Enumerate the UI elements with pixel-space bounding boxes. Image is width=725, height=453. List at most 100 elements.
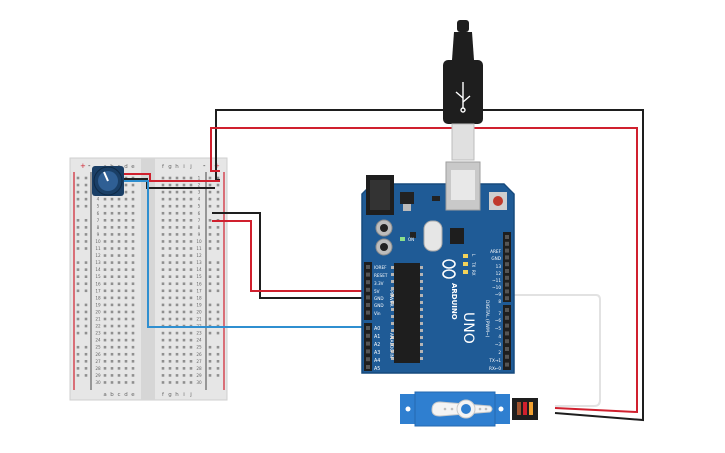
breadboard-hole[interactable]	[117, 261, 121, 264]
breadboard-hole[interactable]	[161, 345, 165, 349]
breadboard-hole[interactable]	[131, 324, 135, 328]
breadboard-hole[interactable]	[131, 197, 135, 201]
breadboard-hole[interactable]	[161, 183, 165, 187]
breadboard-hole[interactable]	[110, 289, 114, 293]
breadboard-hole[interactable]	[189, 345, 193, 349]
breadboard-hole[interactable]	[103, 275, 107, 278]
breadboard-hole[interactable]	[110, 254, 114, 257]
breadboard-hole[interactable]	[124, 289, 128, 293]
breadboard-hole[interactable]	[216, 367, 220, 370]
breadboard-hole[interactable]	[216, 289, 220, 293]
breadboard-hole[interactable]	[182, 331, 186, 335]
breadboard-hole[interactable]	[117, 367, 121, 370]
breadboard-hole[interactable]	[110, 275, 114, 278]
breadboard-hole[interactable]	[117, 360, 121, 363]
breadboard-hole[interactable]	[175, 197, 179, 201]
breadboard-hole[interactable]	[175, 176, 179, 180]
breadboard-hole[interactable]	[161, 367, 165, 370]
breadboard-hole[interactable]	[131, 303, 135, 307]
breadboard-hole[interactable]	[216, 226, 220, 229]
breadboard-hole[interactable]	[84, 219, 88, 222]
breadboard-hole[interactable]	[103, 338, 107, 342]
breadboard-hole[interactable]	[208, 374, 212, 377]
breadboard-hole[interactable]	[76, 219, 80, 222]
header-pin[interactable]	[505, 269, 509, 273]
breadboard-hole[interactable]	[124, 233, 128, 236]
breadboard-hole[interactable]	[208, 247, 212, 250]
breadboard-hole[interactable]	[84, 374, 88, 377]
breadboard-hole[interactable]	[175, 310, 179, 314]
header-pin[interactable]	[366, 365, 370, 369]
breadboard-hole[interactable]	[189, 303, 193, 307]
breadboard-hole[interactable]	[216, 240, 220, 243]
breadboard-hole[interactable]	[124, 183, 128, 187]
breadboard-hole[interactable]	[189, 275, 193, 278]
breadboard-hole[interactable]	[117, 338, 121, 342]
breadboard-hole[interactable]	[208, 275, 212, 278]
breadboard-hole[interactable]	[161, 226, 165, 229]
header-pin[interactable]	[505, 323, 509, 328]
breadboard-hole[interactable]	[189, 268, 193, 271]
breadboard-hole[interactable]	[161, 289, 165, 293]
breadboard-hole[interactable]	[117, 317, 121, 321]
breadboard-hole[interactable]	[84, 183, 88, 187]
breadboard-hole[interactable]	[76, 247, 80, 250]
breadboard-hole[interactable]	[175, 367, 179, 370]
header-pin[interactable]	[505, 262, 509, 267]
breadboard-hole[interactable]	[76, 268, 80, 271]
breadboard-hole[interactable]	[84, 247, 88, 250]
breadboard-hole[interactable]	[110, 268, 114, 271]
breadboard-hole[interactable]	[175, 289, 179, 293]
breadboard-hole[interactable]	[117, 254, 121, 257]
breadboard-hole[interactable]	[189, 360, 193, 363]
breadboard-hole[interactable]	[124, 367, 128, 370]
breadboard-hole[interactable]	[189, 289, 193, 293]
breadboard-hole[interactable]	[124, 303, 128, 307]
header-pin[interactable]	[505, 282, 509, 287]
header-pin[interactable]	[505, 241, 509, 246]
breadboard-hole[interactable]	[175, 233, 179, 236]
breadboard-hole[interactable]	[110, 211, 114, 215]
breadboard-hole[interactable]	[168, 360, 172, 363]
breadboard-hole[interactable]	[103, 261, 107, 264]
breadboard-hole[interactable]	[76, 204, 80, 208]
header-pin[interactable]	[505, 308, 509, 312]
breadboard-hole[interactable]	[168, 296, 172, 300]
breadboard-hole[interactable]	[168, 190, 172, 194]
breadboard-hole[interactable]	[208, 176, 212, 180]
breadboard-hole[interactable]	[124, 211, 128, 215]
breadboard-hole[interactable]	[84, 303, 88, 307]
wire-blue-pot-a0[interactable]	[116, 180, 366, 328]
breadboard-hole[interactable]	[76, 331, 80, 335]
header-pin[interactable]	[505, 289, 509, 294]
breadboard-hole[interactable]	[110, 360, 114, 363]
breadboard-hole[interactable]	[208, 367, 212, 370]
breadboard-hole[interactable]	[84, 197, 88, 201]
breadboard-hole[interactable]	[208, 240, 212, 243]
breadboard-hole[interactable]	[124, 317, 128, 321]
header-pin[interactable]	[366, 295, 370, 300]
breadboard-hole[interactable]	[84, 190, 88, 194]
breadboard-hole[interactable]	[76, 176, 80, 180]
servo-motor-icon[interactable]	[400, 391, 538, 427]
breadboard-hole[interactable]	[76, 367, 80, 370]
breadboard-hole[interactable]	[84, 233, 88, 236]
breadboard-hole[interactable]	[189, 197, 193, 201]
breadboard-hole[interactable]	[131, 204, 135, 208]
breadboard-hole[interactable]	[168, 254, 172, 257]
breadboard-hole[interactable]	[168, 303, 172, 307]
header-pin[interactable]	[366, 326, 370, 330]
breadboard-hole[interactable]	[161, 268, 165, 271]
breadboard-hole[interactable]	[110, 331, 114, 335]
breadboard-hole[interactable]	[168, 289, 172, 293]
breadboard-hole[interactable]	[182, 197, 186, 201]
breadboard-hole[interactable]	[117, 240, 121, 243]
breadboard-hole[interactable]	[76, 345, 80, 349]
breadboard-hole[interactable]	[131, 310, 135, 314]
breadboard-hole[interactable]	[131, 345, 135, 349]
breadboard-hole[interactable]	[168, 317, 172, 321]
breadboard-hole[interactable]	[103, 204, 107, 208]
breadboard-hole[interactable]	[131, 352, 135, 356]
breadboard-hole[interactable]	[168, 338, 172, 342]
breadboard-hole[interactable]	[84, 345, 88, 349]
